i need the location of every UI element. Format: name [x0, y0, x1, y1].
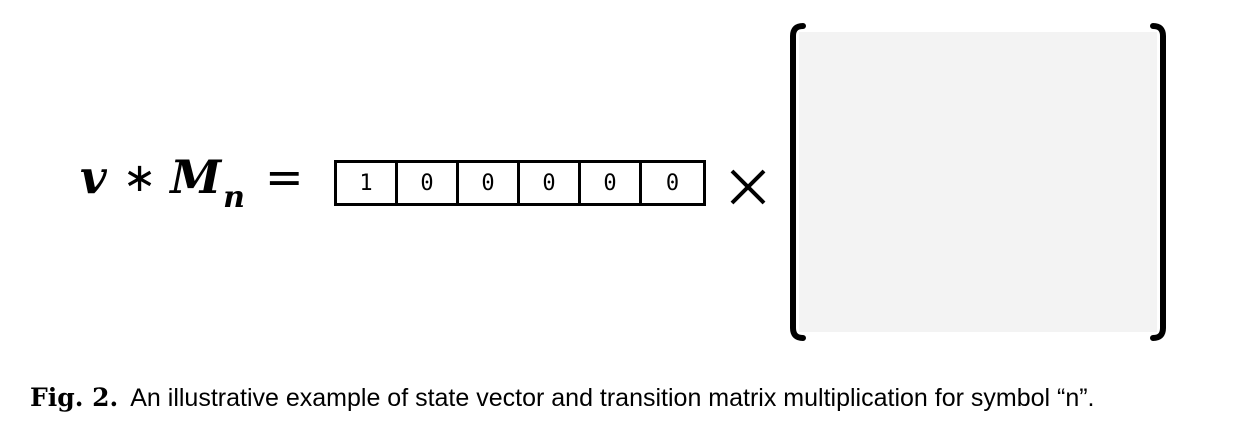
matrix-subscript: n: [223, 180, 245, 215]
right-bracket-icon: [1150, 23, 1166, 341]
state-vector-symbol: v: [80, 150, 107, 204]
vector-cell-5: 0: [665, 170, 680, 196]
caption-text: An illustrative example of state vector …: [130, 384, 1095, 412]
multiply-operator: ∗: [122, 155, 157, 201]
vector-cell-4: 0: [581, 163, 642, 203]
vector-cell-3: 0: [520, 163, 581, 203]
vector-cell-0: 1: [337, 163, 398, 203]
caption-label: Fig. 2.: [30, 383, 119, 412]
transition-matrix-symbol: M: [170, 150, 222, 204]
left-bracket-icon: [790, 23, 806, 341]
matrix-body: [799, 32, 1157, 332]
equals-sign: =: [264, 150, 304, 204]
times-icon: [730, 169, 766, 205]
vector-cell-1: 0: [398, 163, 459, 203]
state-vector: 1 0 0 0 0 0: [334, 160, 706, 206]
matrix-brackets: [790, 23, 1166, 341]
vector-cell-2: 0: [459, 163, 520, 203]
transition-matrix: [789, 22, 1167, 342]
equation-left-side: v ∗ M n =: [80, 150, 304, 220]
figure-caption: Fig. 2. An illustrative example of state …: [30, 383, 1095, 413]
